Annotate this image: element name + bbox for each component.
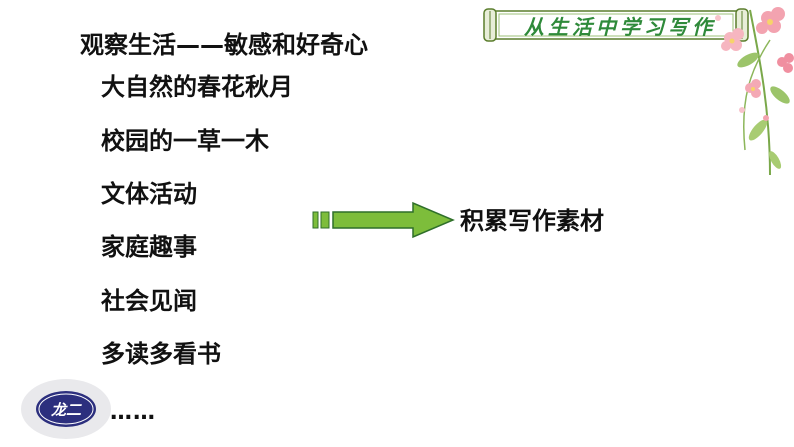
logo-text: 龙二 — [51, 401, 82, 419]
flower-decoration-icon — [715, 7, 794, 176]
banner-title: 从生活中学习写作 — [524, 14, 716, 39]
right-arrow-icon — [312, 201, 455, 239]
heading: 观察生活——敏感和好奇心 — [80, 31, 368, 59]
list-item: 家庭趣事 — [101, 233, 197, 261]
list-item: 社会见闻 — [101, 287, 197, 315]
list-item: 校园的一草一木 — [101, 127, 269, 155]
list-item: 大自然的春花秋月 — [101, 73, 293, 101]
list-item: 文体活动 — [101, 180, 197, 208]
list-item: 多读多看书 — [101, 340, 221, 368]
ellipsis: …… — [110, 400, 156, 425]
logo-icon: 龙二 — [21, 379, 111, 439]
scroll-banner-icon — [483, 8, 749, 42]
result-text: 积累写作素材 — [460, 207, 604, 235]
title-banner: 从生活中学习写作 — [481, 8, 751, 42]
